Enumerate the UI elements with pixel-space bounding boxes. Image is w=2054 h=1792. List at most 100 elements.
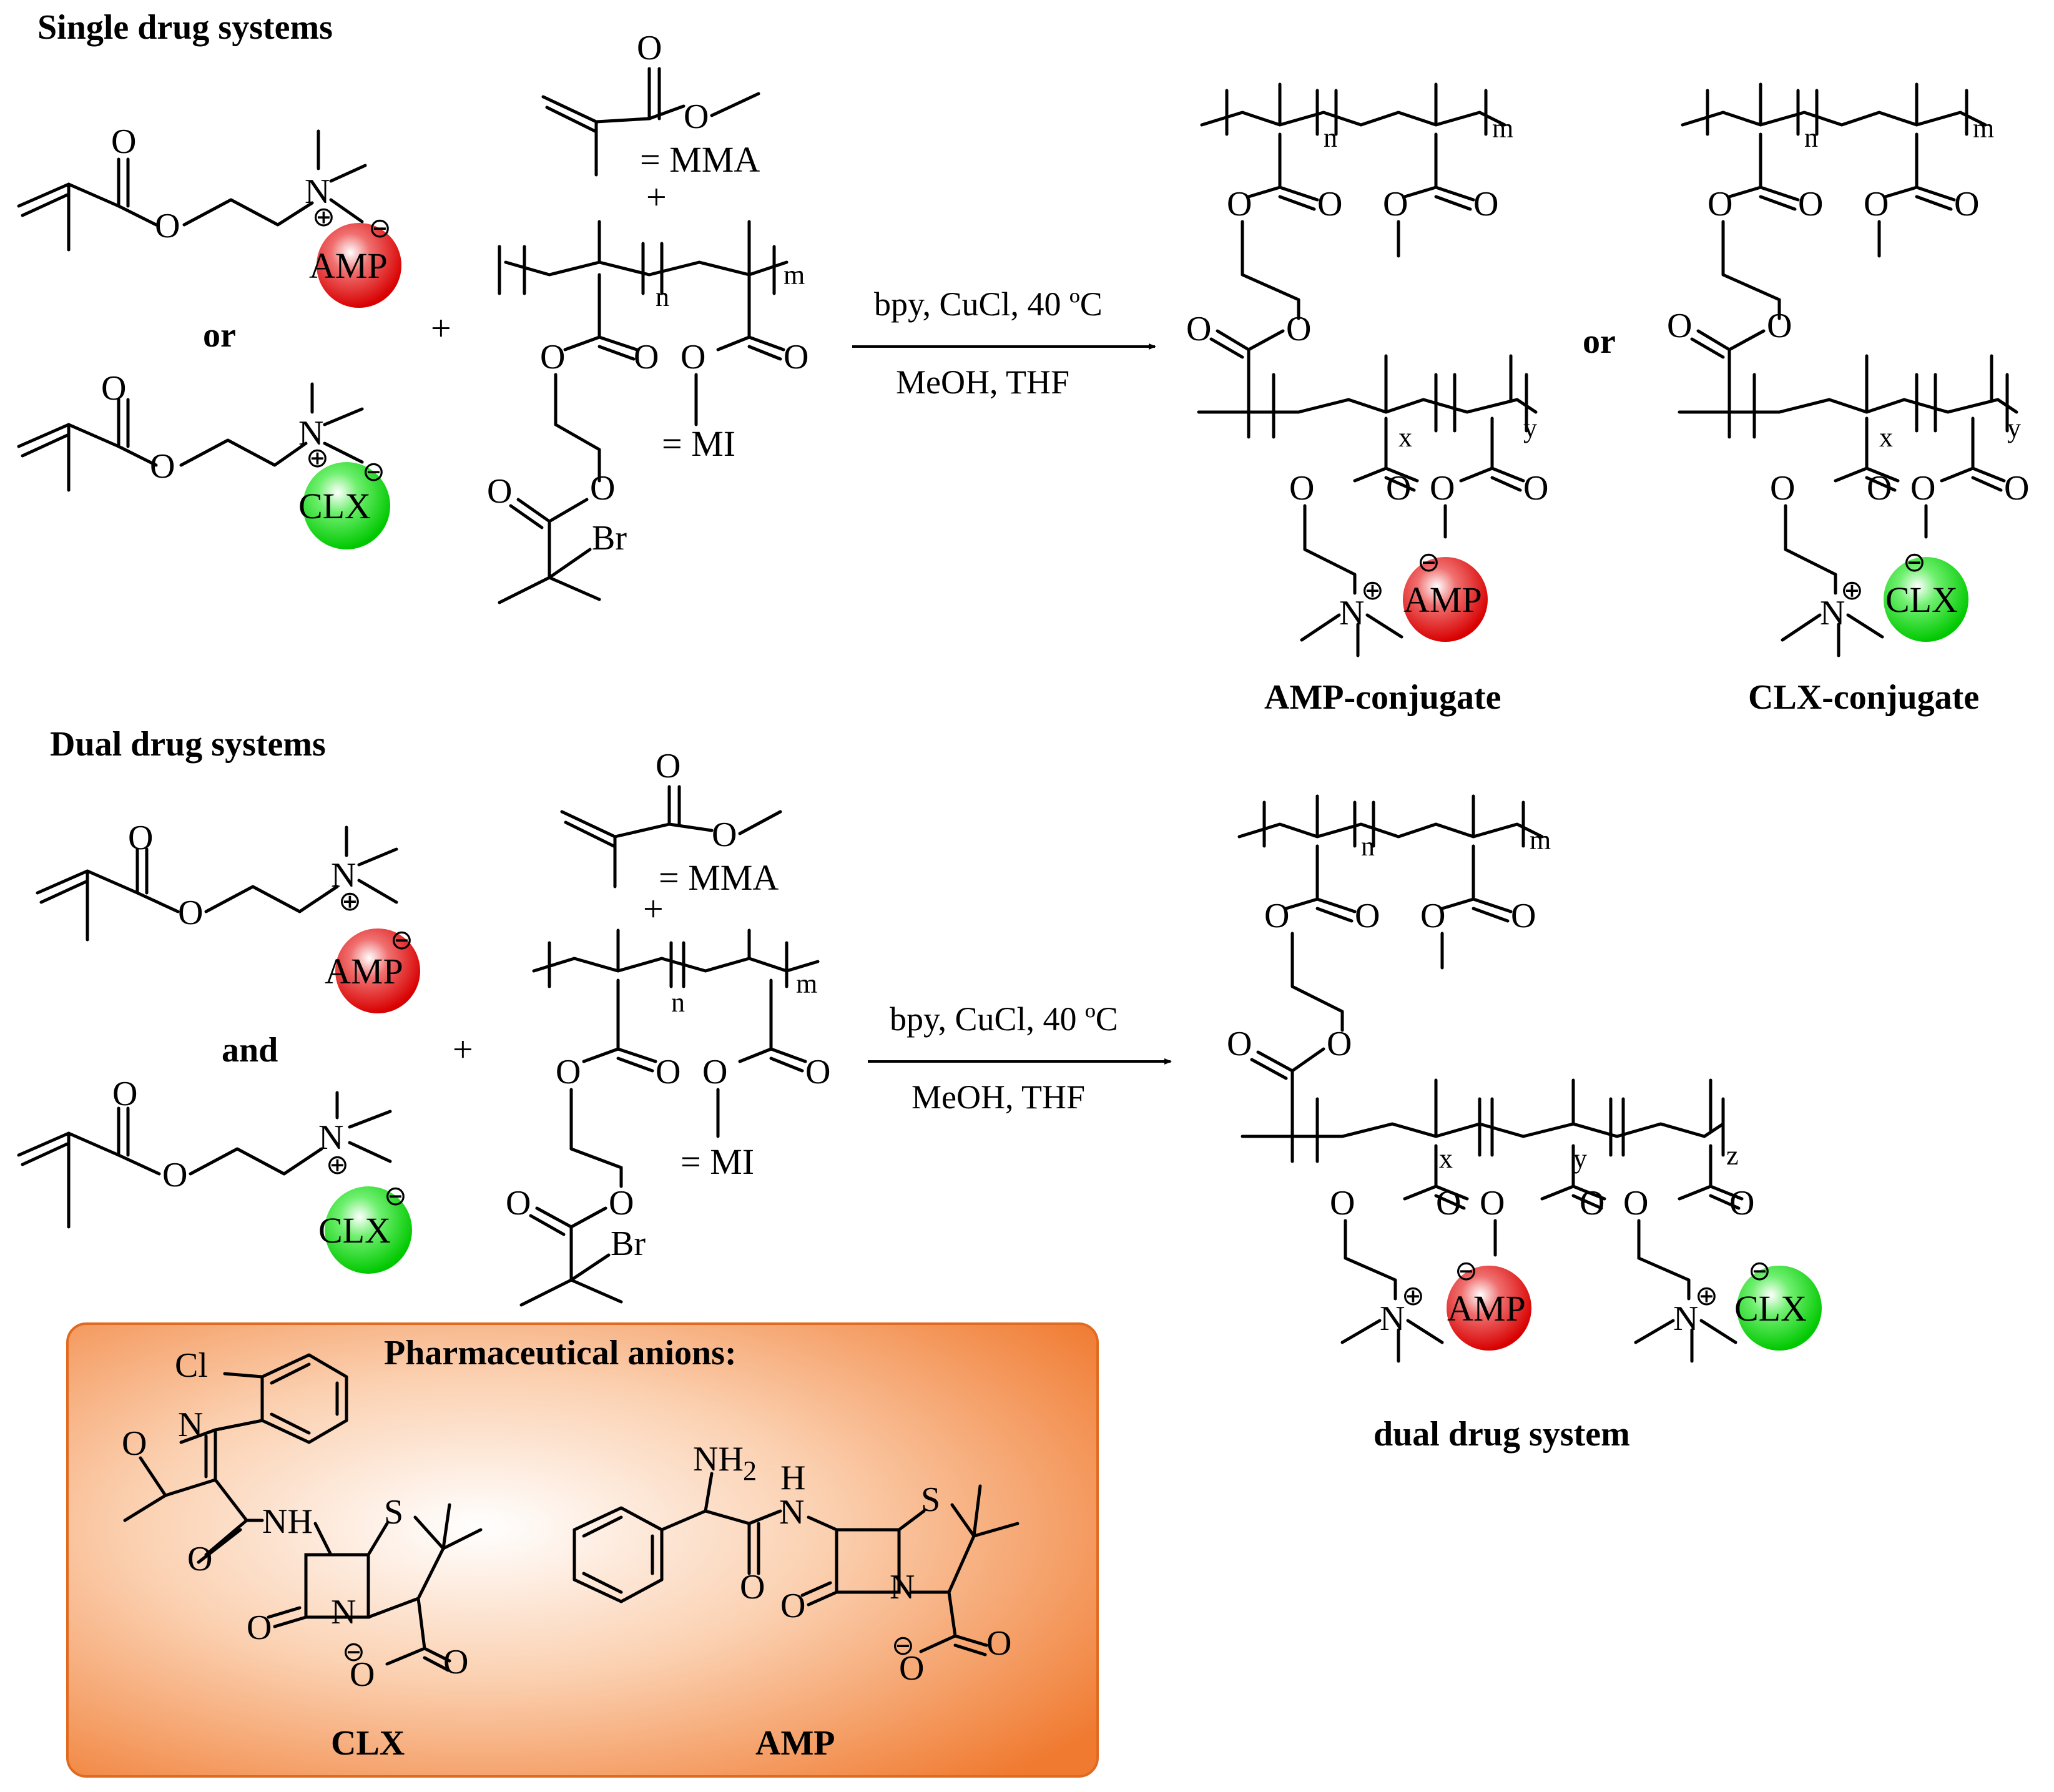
subscript-m: m xyxy=(1973,113,1994,144)
minus-charge: ⊖ xyxy=(342,1637,365,1667)
subscript-n: n xyxy=(671,987,685,1018)
subscript-y: y xyxy=(1523,413,1537,443)
mi-carbonyl-o: O xyxy=(656,1053,681,1091)
o: O xyxy=(1286,310,1311,348)
amp-label: AMP xyxy=(1447,1288,1526,1329)
o: O xyxy=(1186,310,1211,348)
o: O xyxy=(1954,185,1979,224)
o: O xyxy=(1864,185,1889,224)
o: O xyxy=(1798,185,1823,224)
subscript-n: n xyxy=(1804,122,1818,153)
o: O xyxy=(1327,1025,1352,1063)
reaction-arrow-2: bpy, CuCl, 40 ºC MeOH, THF xyxy=(868,1000,1172,1116)
conditions-line1: bpy, CuCl, 40 ºC xyxy=(890,1000,1118,1038)
plus-sign: + xyxy=(643,889,664,929)
minus-charge: ⊖ xyxy=(892,1630,915,1661)
mi-linker-o: O xyxy=(609,1184,634,1223)
mma-monomer: O O = MMA + xyxy=(541,29,760,217)
o: O xyxy=(1289,469,1314,508)
minus-charge: ⊖ xyxy=(390,925,413,955)
mma-carbonyl-o: O xyxy=(637,29,662,67)
clx-label: CLX xyxy=(318,1210,391,1251)
anions-box-bg xyxy=(66,1322,1099,1778)
mma-label: = MMA xyxy=(659,857,779,898)
mma-ester-o: O xyxy=(712,815,737,854)
o: O xyxy=(1330,1184,1355,1223)
o: O xyxy=(1264,897,1289,935)
o: O xyxy=(1227,1025,1252,1063)
thiazolidine-s: S xyxy=(384,1493,403,1532)
plus-charge: ⊕ xyxy=(338,886,361,917)
monomer-amp-single: O O N ⊕ AMP ⊖ xyxy=(17,122,401,308)
subscript-x: x xyxy=(1398,422,1412,453)
dual-drug-structure: n m O O O O O O x y z xyxy=(1227,794,1822,1454)
amp-molecule: NH 2 O H N O N S O ⊖ O xyxy=(572,1440,1020,1763)
mma-label: = MMA xyxy=(640,139,760,180)
ammonium-n: N xyxy=(318,1118,343,1157)
chlorine: Cl xyxy=(175,1346,208,1385)
amp-ball xyxy=(335,928,420,1013)
ester-o: O xyxy=(150,447,175,486)
subscript-m: m xyxy=(1530,825,1551,855)
plus-charge: ⊕ xyxy=(326,1150,349,1180)
mi-ester-o: O xyxy=(556,1053,581,1091)
subscript-x: x xyxy=(1439,1143,1453,1174)
plus-charge: ⊕ xyxy=(1402,1281,1425,1311)
amp-conjugate-label: AMP-conjugate xyxy=(1264,678,1501,717)
plus-charge: ⊕ xyxy=(1695,1281,1718,1311)
o: O xyxy=(1420,897,1445,935)
mi-label: = MI xyxy=(681,1141,754,1182)
or-label: or xyxy=(203,316,236,355)
monomer-clx-single: O O N ⊕ CLX ⊖ xyxy=(17,369,390,549)
mma-carbonyl-o: O xyxy=(656,747,681,785)
mi-ester-o2: O xyxy=(681,338,705,377)
carbonyl-o: O xyxy=(112,1075,137,1113)
mi-carbonyl-o3: O xyxy=(487,472,512,511)
carboxyl-o: O xyxy=(986,1624,1011,1663)
subscript-y: y xyxy=(1573,1143,1587,1174)
clx-label: CLX xyxy=(298,486,371,526)
ammonium-n: N xyxy=(305,172,330,211)
subscript-z: z xyxy=(1726,1140,1739,1171)
carboxylate-o: O xyxy=(899,1649,924,1688)
subscript-n: n xyxy=(656,282,669,312)
and-label: and xyxy=(222,1031,278,1070)
ammonium-n: N xyxy=(1820,594,1845,633)
amide-h: H xyxy=(780,1459,805,1497)
minus-charge: ⊖ xyxy=(384,1181,407,1211)
o: O xyxy=(1430,469,1455,508)
o: O xyxy=(1867,469,1892,508)
ester-o: O xyxy=(178,894,203,932)
clx-conjugate-label: CLX-conjugate xyxy=(1748,678,1979,717)
carbonyl-o: O xyxy=(128,819,153,857)
minus-charge: ⊖ xyxy=(1417,547,1440,578)
bromine: Br xyxy=(611,1224,646,1263)
subscript-m: m xyxy=(1492,113,1513,144)
ammonium-n: N xyxy=(1673,1299,1698,1338)
pharmaceutical-anions-box: Pharmaceutical anions: Cl N O O NH xyxy=(66,1322,1099,1778)
o: O xyxy=(1623,1184,1648,1223)
o: O xyxy=(1436,1184,1461,1223)
or-label: or xyxy=(1583,322,1616,361)
thiazolidine-s: S xyxy=(921,1480,940,1519)
lactam-n: N xyxy=(331,1593,356,1632)
clx-ball xyxy=(1737,1266,1822,1351)
conditions-line2: MeOH, THF xyxy=(912,1078,1085,1116)
plus-charge: ⊕ xyxy=(312,202,335,232)
amp-label: AMP xyxy=(1403,579,1482,620)
clx-molecule: Cl N O O NH O N S xyxy=(122,1346,483,1763)
amp-ball xyxy=(1403,557,1488,642)
single-drug-title: Single drug systems xyxy=(37,8,333,47)
bromine: Br xyxy=(592,519,627,558)
mi-linker-o: O xyxy=(590,469,615,508)
subscript-y: y xyxy=(2007,413,2021,443)
o: O xyxy=(1317,185,1342,224)
plus-charge: ⊕ xyxy=(1840,575,1864,606)
conditions-line1: bpy, CuCl, 40 ºC xyxy=(874,285,1103,323)
mi-carbonyl-o3: O xyxy=(506,1184,531,1223)
carbonyl-o: O xyxy=(111,122,136,161)
o: O xyxy=(1767,307,1792,345)
clx-name: CLX xyxy=(331,1724,405,1763)
o: O xyxy=(1480,1184,1505,1223)
